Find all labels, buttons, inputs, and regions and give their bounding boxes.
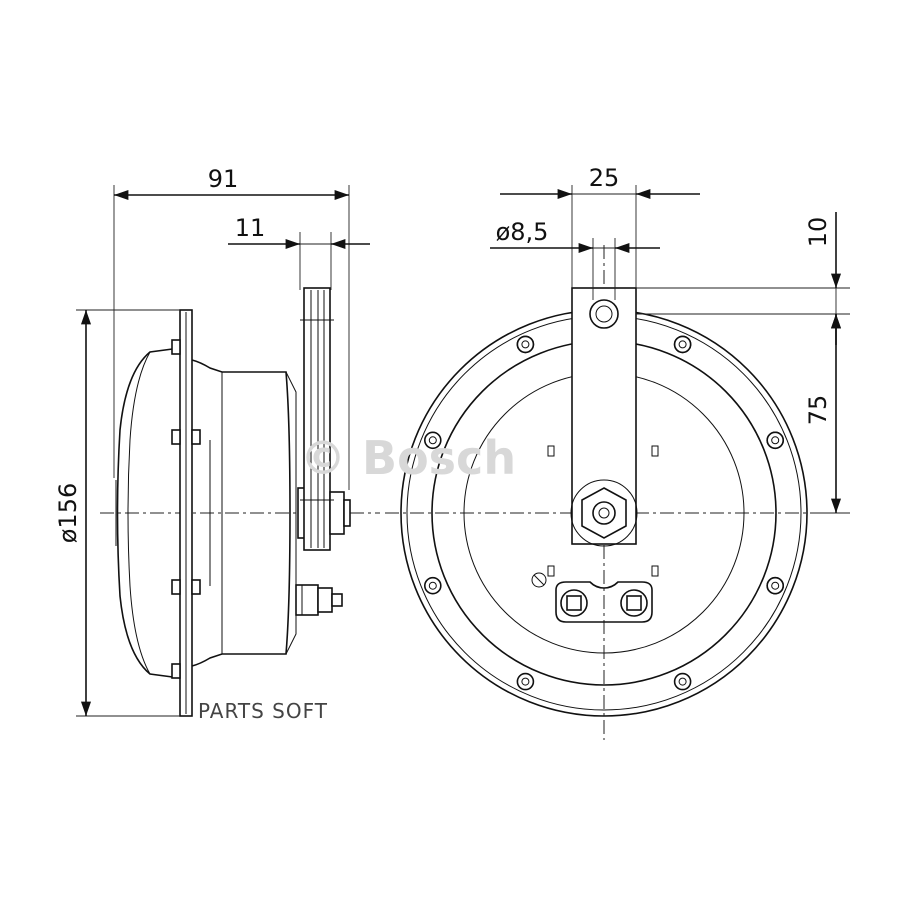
rim-bolt: [423, 431, 442, 450]
rim-bolt-center: [678, 677, 687, 686]
dim-label-91: 91: [208, 165, 239, 193]
side-mounting-bracket: [297, 287, 351, 551]
rim-bolt-center: [521, 677, 530, 686]
rim-bolt-center: [771, 436, 780, 445]
rim-bolt: [673, 672, 692, 691]
front-view: 25 ø8,5 10 75: [385, 164, 850, 740]
watermark-brand: © Bosch: [300, 431, 516, 485]
side-front-dome: [116, 347, 181, 679]
rim-bolt-center: [521, 340, 530, 349]
side-rear-housing: [191, 359, 291, 667]
rim-bolt-center: [771, 581, 780, 590]
rim-bolt: [516, 335, 535, 354]
rim-bolt-center: [428, 581, 437, 590]
rim-bolt: [673, 335, 692, 354]
dim-label-75: 75: [804, 395, 832, 426]
watermark-parts: PARTS SOFT: [198, 699, 328, 723]
rim-bolt: [516, 672, 535, 691]
rim-bolt: [766, 431, 785, 450]
side-view: 91 11 ø156: [54, 165, 380, 717]
rim-bolt: [766, 576, 785, 595]
rim-bolt-center: [678, 340, 687, 349]
side-connector: [295, 584, 319, 616]
rim-bolt-center: [428, 436, 437, 445]
dim-label-diameter: ø156: [54, 483, 82, 544]
front-terminal-block: [555, 581, 653, 623]
dim-label-hole-diameter: ø8,5: [496, 218, 549, 246]
dim-label-11: 11: [235, 214, 266, 242]
front-mounting-bracket: [570, 287, 638, 547]
dim-label-10: 10: [804, 217, 832, 248]
dim-label-25: 25: [589, 164, 620, 192]
front-rim-bolts: [423, 335, 785, 691]
rim-bolt: [423, 576, 442, 595]
